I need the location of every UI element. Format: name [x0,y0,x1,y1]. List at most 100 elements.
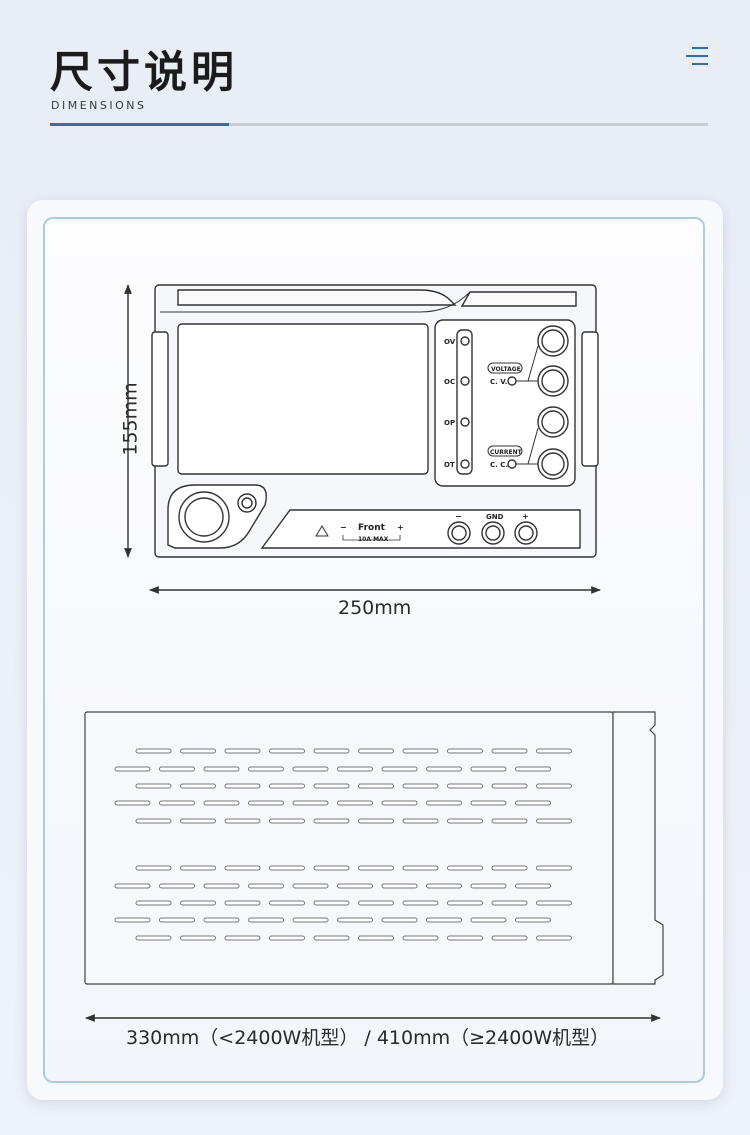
vent-slot [447,865,483,871]
vent-slot [470,800,507,806]
vent-slot [269,900,305,906]
vent-slot [180,865,216,871]
vent-slot [224,935,261,941]
vent-slot [515,883,551,889]
vent-slot [491,900,528,906]
vent-slot [337,766,373,772]
vent-slot [203,917,240,923]
vent-slot [114,883,151,889]
front-label: Front [358,523,386,533]
vent-slot [447,935,483,941]
front-plus-label: + [397,523,404,532]
voltage-label: VOLTAGE [491,366,521,373]
terminal-plus-label: + [522,512,529,521]
vent-slot [135,935,172,941]
indicator-ot: OT [444,461,455,469]
vent-slot [180,783,216,789]
vent-slot [358,818,394,824]
vent-slot [491,783,528,789]
header-divider-accent [50,123,229,126]
vent-slot [159,800,195,806]
vent-slot [337,800,373,806]
vent-slot [180,935,216,941]
vent-slot [269,818,305,824]
vent-slot [203,883,240,889]
vent-slot [180,748,216,754]
vent-slot [536,935,572,941]
terminal-gnd-label: GND [486,513,504,521]
terminal-minus-label: − [455,512,462,521]
vent-slot [447,900,483,906]
vent-slot [536,900,572,906]
vent-slot [292,766,329,772]
vent-slot [159,766,195,772]
vent-slot [269,935,305,941]
vent-slot [135,900,172,906]
vent-slot [313,935,350,941]
vent-slot [426,800,462,806]
max-current-label: 10A MAX [358,536,389,543]
vent-slot [491,935,528,941]
vent-slot [491,748,528,754]
vent-slot [203,766,240,772]
vent-slot [447,783,483,789]
vent-slot [135,818,172,824]
vent-slot [224,748,261,754]
vent-slot [381,883,418,889]
vent-slot [515,800,551,806]
vent-slot [491,865,528,871]
vent-slot [224,783,261,789]
vent-slot [292,917,329,923]
vent-slot [447,748,483,754]
vent-slot [269,783,305,789]
vent-slot [248,883,284,889]
vent-slot [135,748,172,754]
vent-slot [426,883,462,889]
indicator-oc: OC [444,378,455,386]
vent-slot [358,900,394,906]
vent-slot [203,800,240,806]
vent-slot [159,917,195,923]
side-view-device [84,711,664,985]
vent-slot [224,865,261,871]
vent-slot [269,748,305,754]
width-dimension-label: 250mm [338,597,412,619]
height-dimension-label: 155mm [119,382,142,456]
vent-slot [402,783,439,789]
vent-slot [159,883,195,889]
vent-slot [114,800,151,806]
vent-slot [402,900,439,906]
vent-slot [470,766,507,772]
vent-slot [358,783,394,789]
vent-slot [313,865,350,871]
vent-slot [381,766,418,772]
vent-slot [313,818,350,824]
menu-lines-icon[interactable] [684,45,710,67]
vent-slot [426,917,462,923]
vent-slot [358,865,394,871]
vent-slot [292,883,329,889]
page-subtitle: DIMENSIONS [51,99,147,112]
vent-slot [114,917,151,923]
vent-slot [402,748,439,754]
vent-slot [515,917,551,923]
current-label: CURRENT [490,449,523,456]
indicator-op: OP [444,419,455,427]
vent-slot [180,900,216,906]
vent-slot [135,865,172,871]
vent-slot [313,900,350,906]
vent-slot [248,917,284,923]
vent-slot [536,865,572,871]
vent-slot [337,917,373,923]
side-vent-slots [114,748,572,941]
vent-slot [402,935,439,941]
vent-slot [470,883,507,889]
cc-label: C. C. [490,461,508,469]
front-minus-label: − [340,523,347,532]
vent-slot [135,783,172,789]
vent-slot [114,766,151,772]
vent-slot [491,818,528,824]
vent-slot [292,800,329,806]
vent-slot [358,748,394,754]
